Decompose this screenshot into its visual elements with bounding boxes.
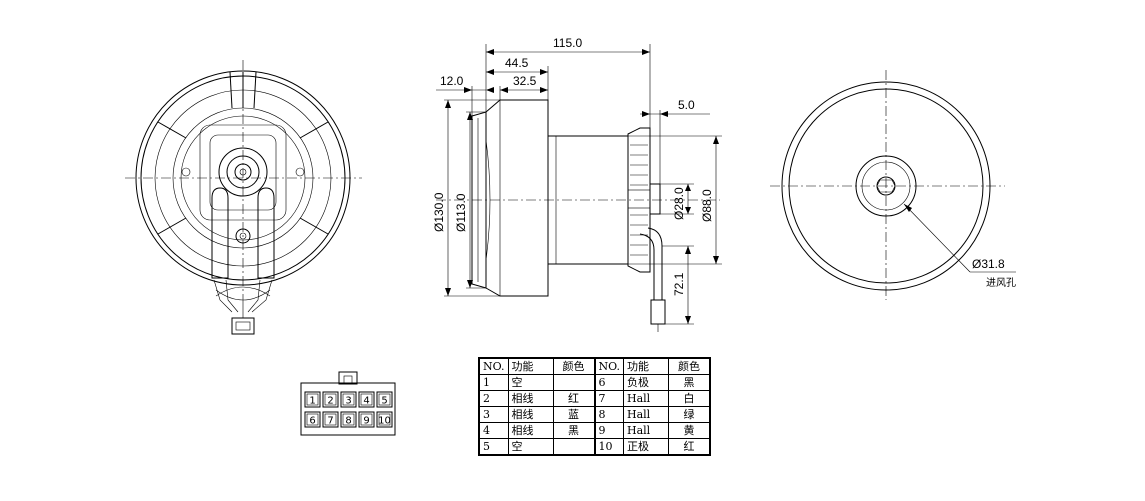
- connector-pin-number: 4: [363, 396, 369, 407]
- connector-pin: [376, 411, 393, 428]
- table-cell: 4: [478, 422, 509, 439]
- connector-pin-number: 1: [309, 396, 315, 407]
- connector-pin-number: 8: [345, 416, 351, 427]
- dim-32-5: 32.5: [513, 74, 537, 88]
- dim-44-5: 44.5: [505, 56, 529, 70]
- connector-pin-inner: [342, 393, 355, 406]
- connector-pin-number: 9: [363, 416, 369, 427]
- connector-pin-inner: [360, 413, 373, 426]
- connector-pin-inner: [324, 413, 337, 426]
- table-cell: Hall: [623, 422, 669, 439]
- connector-pin-number: 7: [327, 416, 333, 427]
- table-cell: 红: [668, 438, 711, 456]
- header-function-2: 功能: [623, 357, 669, 375]
- connector-pin-inner: [342, 413, 355, 426]
- table-row: 3 相线 蓝 8 Hall 绿: [478, 406, 711, 423]
- connector-face: 1 2 3 4 5 6 7 8 9 10: [300, 371, 396, 436]
- table-cell: 正极: [623, 438, 669, 456]
- dim-dia-113: Ø113.0: [454, 193, 468, 232]
- table-cell: Hall: [623, 390, 669, 407]
- connector-pin-number: 10: [378, 416, 391, 427]
- table-cell: 2: [478, 390, 509, 407]
- table-cell: 黄: [668, 422, 711, 439]
- table-header-row: NO. 功能 颜色 NO. 功能 颜色: [478, 357, 711, 375]
- table-cell: 绿: [668, 406, 711, 423]
- connector-pin-inner: [360, 393, 373, 406]
- connector-pin-number: 2: [327, 396, 333, 407]
- rear-view: Ø31.8 进风孔: [770, 70, 1016, 300]
- pin-function-table: NO. 功能 颜色 NO. 功能 颜色 1 空 6 负极 黑 2 相线 红 7 …: [478, 357, 711, 456]
- table-cell: [552, 374, 595, 391]
- connector-pin-number: 3: [345, 396, 351, 407]
- connector-pin-inner: [306, 393, 319, 406]
- table-row: 2 相线 红 7 Hall 白: [478, 390, 711, 407]
- table-cell: 10: [593, 438, 624, 456]
- table-cell: 9: [593, 422, 624, 439]
- front-view: [125, 60, 362, 335]
- table-cell: 红: [552, 390, 595, 407]
- table-cell: 7: [593, 390, 624, 407]
- table-cell: 8: [593, 406, 624, 423]
- connector-pin-inner: [378, 393, 391, 406]
- dim-dia-130: Ø130.0: [432, 192, 446, 232]
- connector-pin-number: 6: [309, 416, 315, 427]
- connector-pin: [322, 391, 339, 408]
- header-no: NO.: [478, 357, 509, 375]
- table-cell: 白: [668, 390, 711, 407]
- table-cell: 空: [507, 374, 554, 391]
- connector-pin-inner: [324, 393, 337, 406]
- dim-dia-28: Ø28.0: [672, 187, 686, 220]
- inlet-hole-label: 进风孔: [986, 277, 1016, 289]
- connector-pin: [304, 411, 321, 428]
- table-cell: 6: [593, 374, 624, 391]
- table-cell: 蓝: [552, 406, 595, 423]
- side-view: 115.0 44.5 32.5 12.0 5.0 Ø130.0 Ø113.0 Ø…: [432, 36, 722, 332]
- connector-pin-inner: [306, 413, 319, 426]
- connector-pin: [304, 391, 321, 408]
- table-cell: 3: [478, 406, 509, 423]
- connector-pin: [358, 411, 375, 428]
- cooling-fins: [630, 144, 648, 256]
- table-cell: 黑: [668, 374, 711, 391]
- dim-dia-31-8: Ø31.8: [972, 257, 1005, 271]
- table-cell: 1: [478, 374, 509, 391]
- table-cell: [552, 438, 595, 456]
- header-function: 功能: [507, 357, 554, 375]
- table-cell: 相线: [507, 406, 554, 423]
- table-cell: 黑: [552, 422, 595, 439]
- table-cell: 相线: [507, 422, 554, 439]
- table-cell: 相线: [507, 390, 554, 407]
- connector-pin: [322, 411, 339, 428]
- header-no-2: NO.: [593, 357, 624, 375]
- dim-12: 12.0: [440, 74, 464, 88]
- table-row: 5 空 10 正极 红: [478, 438, 711, 456]
- connector-pin: [358, 391, 375, 408]
- connector-pin-number: 5: [381, 396, 387, 407]
- dim-72-1: 72.1: [672, 272, 686, 296]
- dim-dia-88: Ø88.0: [700, 189, 714, 222]
- table-row: 4 相线 黑 9 Hall 黄: [478, 422, 711, 439]
- dim-5: 5.0: [678, 98, 695, 112]
- table-cell: 5: [478, 438, 509, 456]
- header-color-2: 颜色: [668, 357, 711, 375]
- connector-pin: [340, 391, 357, 408]
- dim-115: 115.0: [553, 36, 582, 50]
- connector-pin: [376, 391, 393, 408]
- table-cell: 负极: [623, 374, 669, 391]
- table-cell: Hall: [623, 406, 669, 423]
- connector-pin-inner: [378, 413, 391, 426]
- table-cell: 空: [507, 438, 554, 456]
- header-color: 颜色: [552, 357, 595, 375]
- table-row: 1 空 6 负极 黑: [478, 374, 711, 391]
- connector-pin: [340, 411, 357, 428]
